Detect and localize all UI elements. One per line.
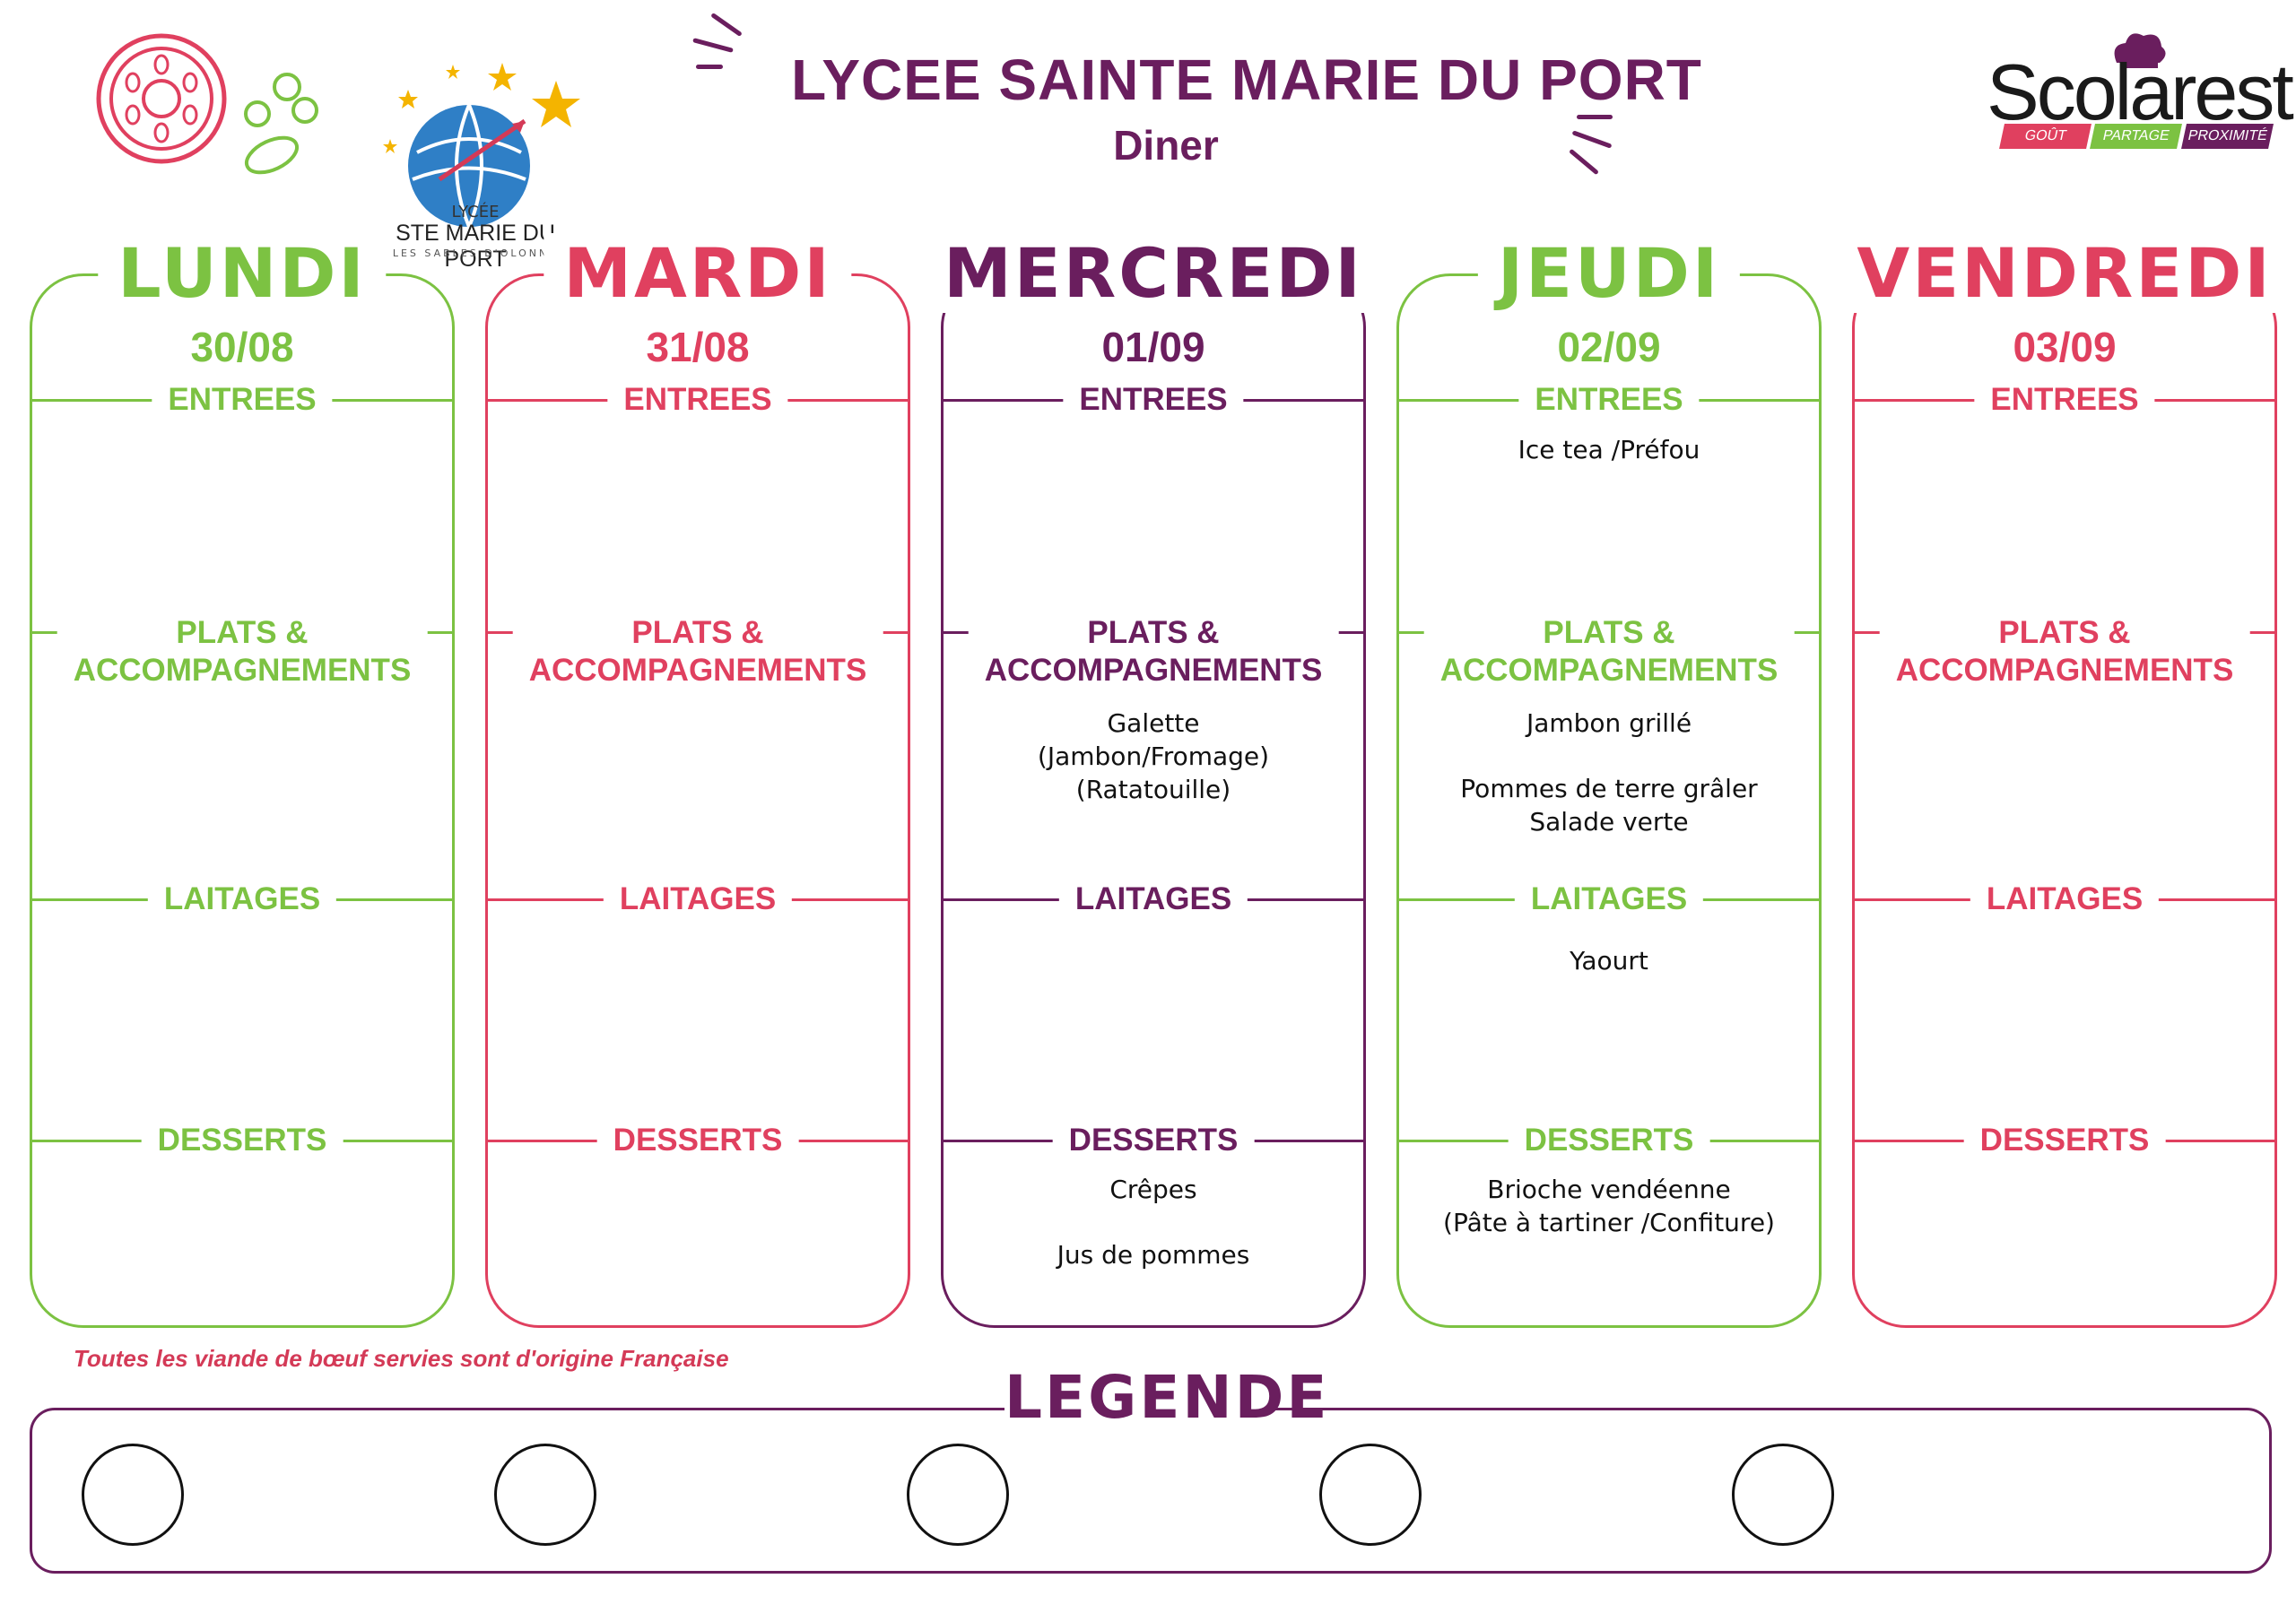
day-name: MERCREDI <box>924 233 1383 313</box>
menu-items-laitages: Yaourt <box>1399 944 1819 977</box>
tomato-slice-icon <box>96 33 227 164</box>
day-date: 03/09 <box>2013 324 2117 370</box>
day-card: MERCREDI 01/09 ENTREES PLATS &ACCOMPAGNEM… <box>924 233 1383 1328</box>
legend-title: LEGENDE <box>1004 1363 1330 1432</box>
brand-tagline: GOÛT PARTAGE PROXIMITÉ <box>1999 124 2274 149</box>
menu-item: Crêpes <box>1109 1175 1197 1204</box>
section-label-desserts: DESSERTS <box>1052 1122 1255 1159</box>
menu-item: Yaourt <box>1570 946 1648 976</box>
section-label-entrees: ENTREES <box>152 381 333 419</box>
menu-item: (Jambon/Fromage) <box>1037 742 1270 771</box>
section-label-plats: PLATS &ACCOMPAGNEMENTS <box>968 613 1339 690</box>
school-logo-line3: LES SABLES D'OLONNE <box>392 247 559 259</box>
menu-item: Pommes de terre grâler <box>1460 774 1758 803</box>
section-label-entrees: ENTREES <box>1518 381 1700 419</box>
section-label-line: ACCOMPAGNEMENTS <box>1439 652 1779 688</box>
school-logo-line1: LYCÉE <box>451 203 500 221</box>
day-name: VENDREDI <box>1837 233 2292 313</box>
day-date: 02/09 <box>1557 324 1661 370</box>
section-label-laitages: LAITAGES <box>1970 880 2160 918</box>
menu-item: (Ratatouille) <box>1075 775 1231 804</box>
section-label-line: ACCOMPAGNEMENTS <box>528 652 867 688</box>
globe-stars-logo <box>383 63 580 228</box>
legend-circle <box>494 1444 596 1546</box>
section-label-laitages: LAITAGES <box>1058 880 1248 918</box>
legend-circle <box>907 1444 1009 1546</box>
section-label-line: ACCOMPAGNEMENTS <box>984 652 1323 688</box>
page-title: LYCEE SAINTE MARIE DU PORT <box>791 48 1702 112</box>
section-label-laitages: LAITAGES <box>1514 880 1704 918</box>
section-label-desserts: DESSERTS <box>141 1122 344 1159</box>
section-label-entrees: ENTREES <box>1974 381 2155 419</box>
section-label-desserts: DESSERTS <box>596 1122 799 1159</box>
title-accent-dash <box>696 65 723 69</box>
section-label-entrees: ENTREES <box>1063 381 1244 419</box>
item-spacer <box>944 1206 1363 1238</box>
title-accent-dash <box>710 12 743 38</box>
section-label-entrees: ENTREES <box>607 381 788 419</box>
section-label-line: PLATS & <box>631 614 764 650</box>
school-logo-line2: STE MARIE DU PORT <box>396 221 555 272</box>
section-label-line: PLATS & <box>176 614 309 650</box>
item-spacer <box>1399 740 1819 772</box>
page-subtitle: Diner <box>1113 122 1219 169</box>
brand-name: Scolarest <box>1987 48 2294 136</box>
menu-item: (Pâte à tartiner /Confiture) <box>1443 1208 1775 1237</box>
menu-item: Ice tea /Préfou <box>1518 435 1700 464</box>
section-label-line: ACCOMPAGNEMENTS <box>1895 652 2234 688</box>
day-name: LUNDI <box>98 233 387 313</box>
section-label-laitages: LAITAGES <box>603 880 793 918</box>
menu-item: Galette <box>1107 708 1200 738</box>
footnote: Toutes les viande de bœuf servies sont d… <box>74 1345 729 1372</box>
legend-circle <box>82 1444 184 1546</box>
section-label-line: PLATS & <box>1543 614 1675 650</box>
section-label-line: PLATS & <box>1087 614 1220 650</box>
title-accent-dash <box>1577 115 1613 119</box>
brand-tag: PROXIMITÉ <box>2180 124 2274 149</box>
brand-tag: GOÛT <box>1999 124 2092 149</box>
legend-box <box>30 1408 2272 1574</box>
section-label-laitages: LAITAGES <box>147 880 337 918</box>
day-card: LUNDI 30/08 ENTREES PLATS &ACCOMPAGNEMENT… <box>30 233 455 1328</box>
menu-items-entrees: Ice tea /Préfou <box>1399 433 1819 466</box>
day-name: MARDI <box>544 233 852 313</box>
brand-tag: PARTAGE <box>2090 124 2183 149</box>
day-name: JEUDI <box>1477 233 1741 313</box>
menu-item: Salade verte <box>1529 807 1689 837</box>
day-card: MARDI 31/08 ENTREES PLATS &ACCOMPAGNEMENT… <box>485 233 910 1328</box>
section-label-plats: PLATS &ACCOMPAGNEMENTS <box>1423 613 1795 690</box>
menu-item: Brioche vendéenne <box>1487 1175 1731 1204</box>
menu-items-plats: Galette (Jambon/Fromage) (Ratatouille) <box>944 707 1363 806</box>
day-date: 31/08 <box>646 324 750 370</box>
day-card: VENDREDI 03/09 ENTREES PLATS &ACCOMPAGNEM… <box>1837 233 2292 1328</box>
section-label-desserts: DESSERTS <box>1508 1122 1710 1159</box>
section-label-desserts: DESSERTS <box>1963 1122 2166 1159</box>
section-label-line: PLATS & <box>1998 614 2131 650</box>
legend-circle <box>1319 1444 1422 1546</box>
chef-hat-icon <box>2114 33 2166 68</box>
section-label-plats: PLATS &ACCOMPAGNEMENTS <box>57 613 428 690</box>
section-label-line: ACCOMPAGNEMENTS <box>73 652 412 688</box>
peas-icon <box>244 73 318 175</box>
section-label-plats: PLATS &ACCOMPAGNEMENTS <box>1879 613 2250 690</box>
menu-item: Jus de pommes <box>1057 1240 1250 1270</box>
menu-item: Jambon grillé <box>1526 708 1692 738</box>
menu-items-desserts: Brioche vendéenne (Pâte à tartiner /Confi… <box>1399 1173 1819 1239</box>
section-label-plats: PLATS &ACCOMPAGNEMENTS <box>512 613 883 690</box>
legend-circle <box>1732 1444 1834 1546</box>
day-date: 01/09 <box>1101 324 1205 370</box>
day-date: 30/08 <box>190 324 294 370</box>
